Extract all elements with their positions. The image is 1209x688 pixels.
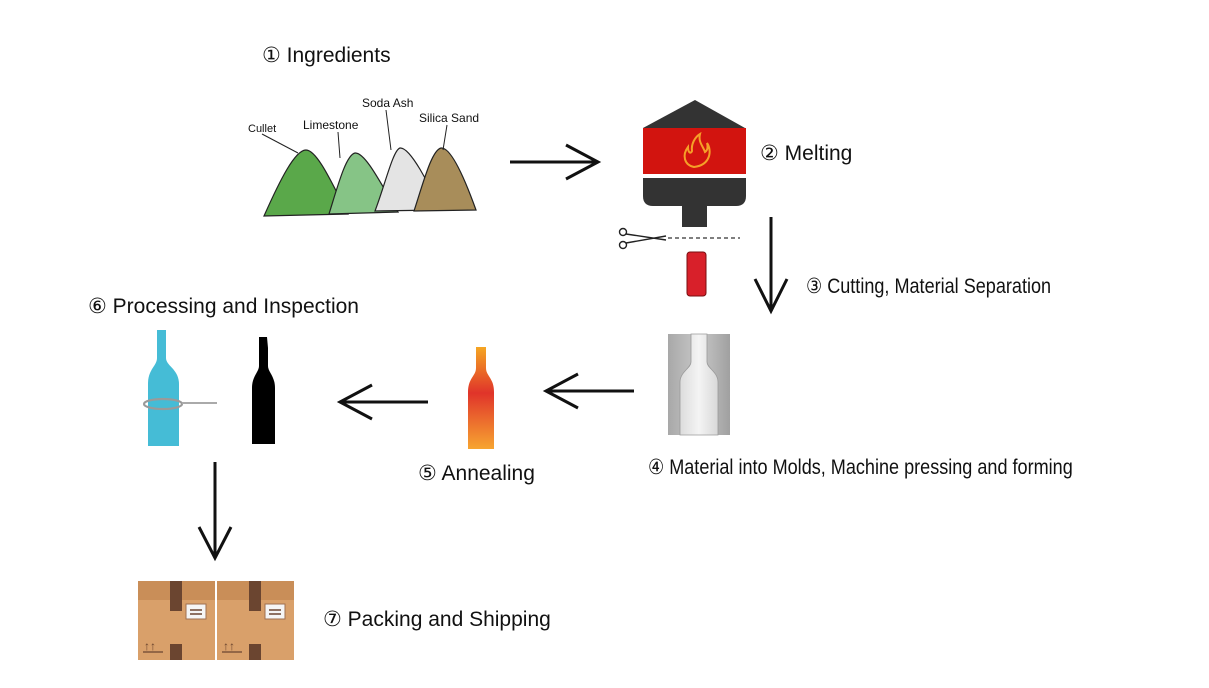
soda-ash-leader — [385, 109, 392, 151]
arrow-icon — [753, 217, 789, 315]
svg-text:↑↑: ↑↑ — [223, 639, 235, 653]
svg-text:↑↑: ↑↑ — [144, 639, 156, 653]
step-cutting-label: ③ Cutting, Material Separation — [806, 275, 1052, 298]
step-inspection-label: ⑥ Processing and Inspection — [88, 295, 359, 318]
arrow-icon — [197, 462, 233, 562]
scissors-icon — [618, 227, 667, 250]
step-packing-label: ⑦ Packing and Shipping — [323, 608, 551, 631]
arrow-icon — [336, 383, 428, 421]
mold-icon — [668, 333, 730, 436]
step-annealing-label: ⑤ Annealing — [418, 462, 535, 485]
arrow-icon — [542, 372, 634, 410]
pile-icon — [261, 109, 477, 217]
silica-sand-pile — [413, 147, 477, 212]
annealed-bottle-icon — [468, 347, 494, 449]
furnace-roof — [643, 100, 745, 128]
furnace-icon — [643, 100, 746, 227]
limestone-leader — [337, 131, 341, 159]
carton-box-icon: ↑↑ — [138, 581, 215, 660]
cullet-leader — [261, 133, 299, 154]
arrow-icon — [510, 143, 602, 181]
glass-gob-icon — [686, 251, 707, 297]
step-molding-label: ④ Material into Molds, Machine pressing … — [648, 456, 1073, 479]
ingredient-label-cullet: Cullet — [248, 123, 277, 135]
step-melting-label: ② Melting — [760, 142, 853, 165]
flame-icon — [683, 131, 711, 169]
ingredient-label-soda-ash: Soda Ash — [362, 96, 414, 110]
step-ingredients-label: ① Ingredients — [262, 44, 391, 67]
blue-bottle-icon — [142, 330, 217, 446]
furnace-base — [643, 178, 746, 206]
ingredient-label-silica-sand: Silica Sand — [419, 111, 480, 125]
silica-sand-leader — [442, 124, 448, 151]
black-bottle-icon — [252, 337, 275, 444]
ingredient-label-limestone: Limestone — [303, 118, 359, 132]
carton-box-icon: ↑↑ — [217, 581, 294, 660]
furnace-spout — [682, 206, 707, 227]
